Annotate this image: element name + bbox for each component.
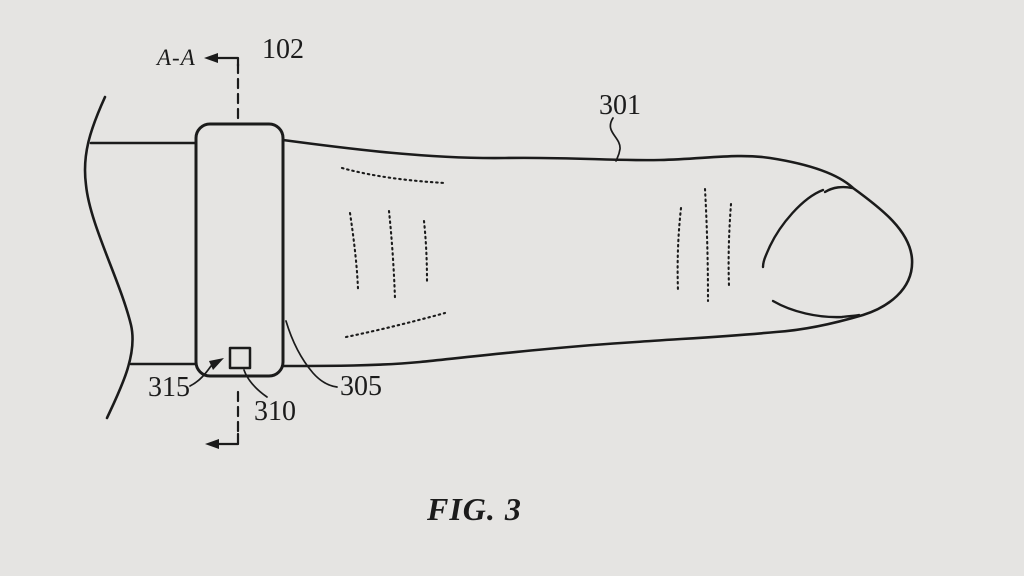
- crease-vertical-2: [389, 211, 395, 299]
- crease-distal-3: [729, 204, 731, 286]
- leader-310: [244, 370, 267, 397]
- ring-band: [196, 124, 283, 376]
- label-301: 301: [599, 90, 641, 121]
- sensor-square: [230, 348, 250, 368]
- crease-vertical-3: [424, 221, 427, 282]
- leader-315-arrowhead-icon: [209, 358, 224, 370]
- section-line-top-hook: [216, 58, 238, 66]
- leader-301: [610, 118, 620, 161]
- crease-top-arc: [342, 168, 445, 183]
- crease-distal-1: [678, 208, 681, 291]
- crease-bottom-arc: [346, 313, 445, 337]
- section-label-a-a: A-A: [157, 45, 196, 70]
- section-arrow-top-icon: [204, 53, 218, 63]
- label-315: 315: [148, 372, 190, 403]
- leader-315: [190, 366, 211, 386]
- figure-caption: FIG. 3: [427, 491, 522, 527]
- section-line-bottom-hook: [217, 434, 238, 444]
- hand-outline: [85, 97, 133, 418]
- knuckle-creases-distal: [678, 189, 731, 301]
- fingernail-bottom-edge: [773, 301, 859, 317]
- fingernail-top-edge: [825, 187, 852, 192]
- leader-305: [286, 321, 337, 387]
- knuckle-creases-middle: [342, 168, 445, 337]
- section-arrow-bottom-icon: [205, 439, 219, 449]
- crease-vertical-1: [350, 213, 358, 289]
- fingernail-left-edge: [763, 190, 823, 267]
- label-310: 310: [254, 396, 296, 427]
- crease-distal-2: [705, 189, 708, 301]
- label-305: 305: [340, 371, 382, 402]
- finger-outline: [283, 140, 912, 366]
- label-102: 102: [262, 34, 304, 65]
